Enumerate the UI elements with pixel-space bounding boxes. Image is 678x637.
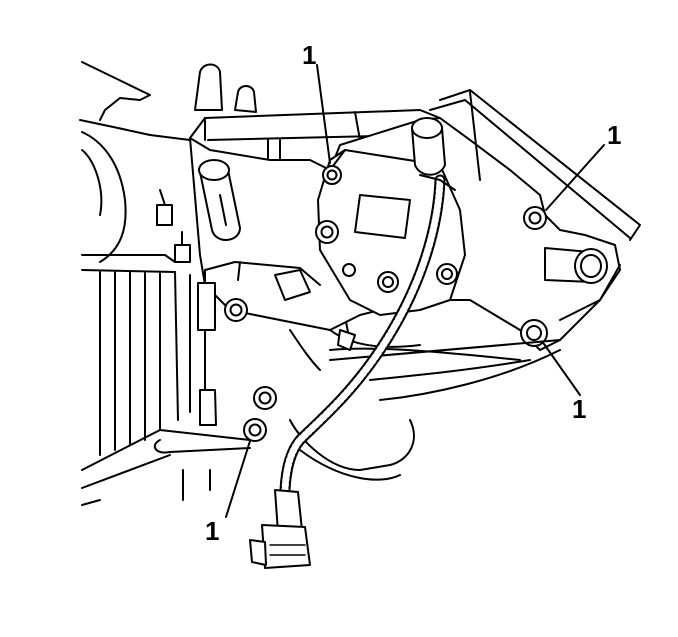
nut-left-plate (224, 298, 248, 322)
wiring-harness (279, 174, 456, 496)
leader-top (316, 64, 331, 164)
callout-top: 1 (302, 40, 316, 70)
bolt-right-top (523, 206, 547, 230)
vacuum-lines (156, 189, 217, 426)
leader-right-top (545, 144, 605, 211)
nut-lower-left (253, 386, 277, 410)
nut-center-right (436, 263, 458, 285)
callout-leaders (225, 64, 605, 518)
linkage-arm (204, 261, 321, 301)
top-bracket (189, 63, 441, 161)
callout-right-top: 1 (607, 120, 621, 150)
housing-frame (79, 61, 251, 506)
plate-marker (337, 321, 356, 351)
bolt-bottom-left (243, 418, 267, 442)
callout-bottom-left: 1 (205, 516, 219, 546)
leader-right-bottom (543, 343, 581, 396)
leader-bottom-left (225, 440, 251, 518)
callout-right-bottom: 1 (572, 394, 586, 424)
actuator-body (317, 149, 466, 316)
nut-center (377, 271, 399, 293)
bolt-right-bottom (520, 319, 548, 347)
bolt-group (224, 165, 548, 442)
left-pin (198, 159, 241, 241)
right-pin (544, 247, 608, 284)
bolt-plate-left (315, 220, 339, 244)
callout-labels: 1 1 1 1 (205, 40, 621, 546)
bolt-top (322, 165, 342, 185)
electrical-connector (249, 489, 311, 569)
actuator-post (411, 117, 446, 176)
